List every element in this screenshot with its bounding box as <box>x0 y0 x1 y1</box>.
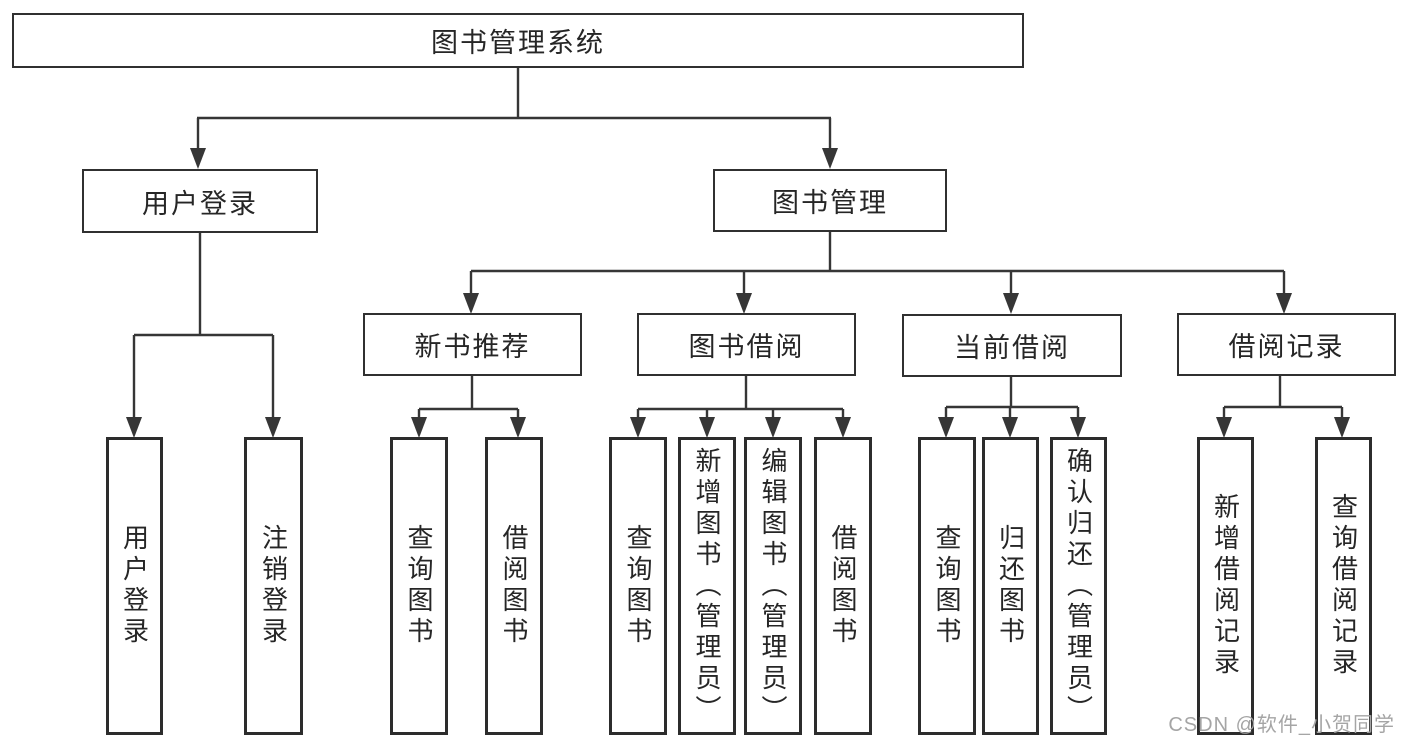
node-leaf-current-query-books: 查询图书 <box>918 437 976 735</box>
watermark: CSDN @软件_小贺同学 <box>1168 714 1395 736</box>
node-leaf-edit-books-admin: 编辑图书（管理员） <box>744 437 802 735</box>
node-user-login: 用户登录 <box>82 169 318 233</box>
node-leaf-return-books-label: 归还图书 <box>995 524 1026 648</box>
node-leaf-add-borrow-record: 新增借阅记录 <box>1197 437 1254 735</box>
node-current-borrow-label: 当前借阅 <box>954 333 1070 363</box>
node-leaf-borrow-query-books: 查询图书 <box>609 437 667 735</box>
node-leaf-query-borrow-record-label: 查询借阅记录 <box>1328 493 1359 679</box>
node-leaf-add-borrow-record-label: 新增借阅记录 <box>1210 493 1241 679</box>
node-user-login-label: 用户登录 <box>142 188 258 219</box>
node-leaf-borrow-query-books-label: 查询图书 <box>623 524 653 648</box>
node-leaf-user-login-label: 用户登录 <box>119 524 150 648</box>
node-leaf-edit-books-admin-label: 编辑图书（管理员） <box>758 446 788 726</box>
node-leaf-confirm-return-admin: 确认归还（管理员） <box>1050 437 1107 735</box>
node-book-borrow: 图书借阅 <box>637 313 856 376</box>
node-current-borrow: 当前借阅 <box>902 314 1122 377</box>
node-root: 图书管理系统 <box>12 13 1024 68</box>
node-leaf-recommend-query-books-label: 查询图书 <box>404 524 434 648</box>
node-book-borrow-label: 图书借阅 <box>688 332 805 362</box>
node-root-label: 图书管理系统 <box>431 28 605 58</box>
node-leaf-return-books: 归还图书 <box>982 437 1039 735</box>
node-book-management-label: 图书管理 <box>772 188 888 218</box>
node-leaf-logout-label: 注销登录 <box>258 524 289 648</box>
node-new-book-recommend: 新书推荐 <box>363 313 582 376</box>
node-leaf-user-login: 用户登录 <box>106 437 163 735</box>
node-leaf-confirm-return-admin-label: 确认归还（管理员） <box>1063 446 1094 726</box>
node-borrow-records: 借阅记录 <box>1177 313 1396 376</box>
node-leaf-query-borrow-record: 查询借阅记录 <box>1315 437 1372 735</box>
node-leaf-borrow-books: 借阅图书 <box>814 437 872 735</box>
node-leaf-borrow-books-label: 借阅图书 <box>828 524 858 648</box>
node-leaf-add-books-admin: 新增图书（管理员） <box>678 437 736 735</box>
node-leaf-current-query-books-label: 查询图书 <box>932 524 962 648</box>
node-book-management: 图书管理 <box>713 169 947 232</box>
node-leaf-logout: 注销登录 <box>244 437 303 735</box>
node-borrow-records-label: 借阅记录 <box>1228 332 1345 362</box>
node-leaf-recommend-borrow-books: 借阅图书 <box>485 437 543 735</box>
node-leaf-recommend-borrow-books-label: 借阅图书 <box>499 524 529 648</box>
node-leaf-add-books-admin-label: 新增图书（管理员） <box>692 446 722 726</box>
node-new-book-recommend-label: 新书推荐 <box>414 332 531 362</box>
node-leaf-recommend-query-books: 查询图书 <box>390 437 448 735</box>
